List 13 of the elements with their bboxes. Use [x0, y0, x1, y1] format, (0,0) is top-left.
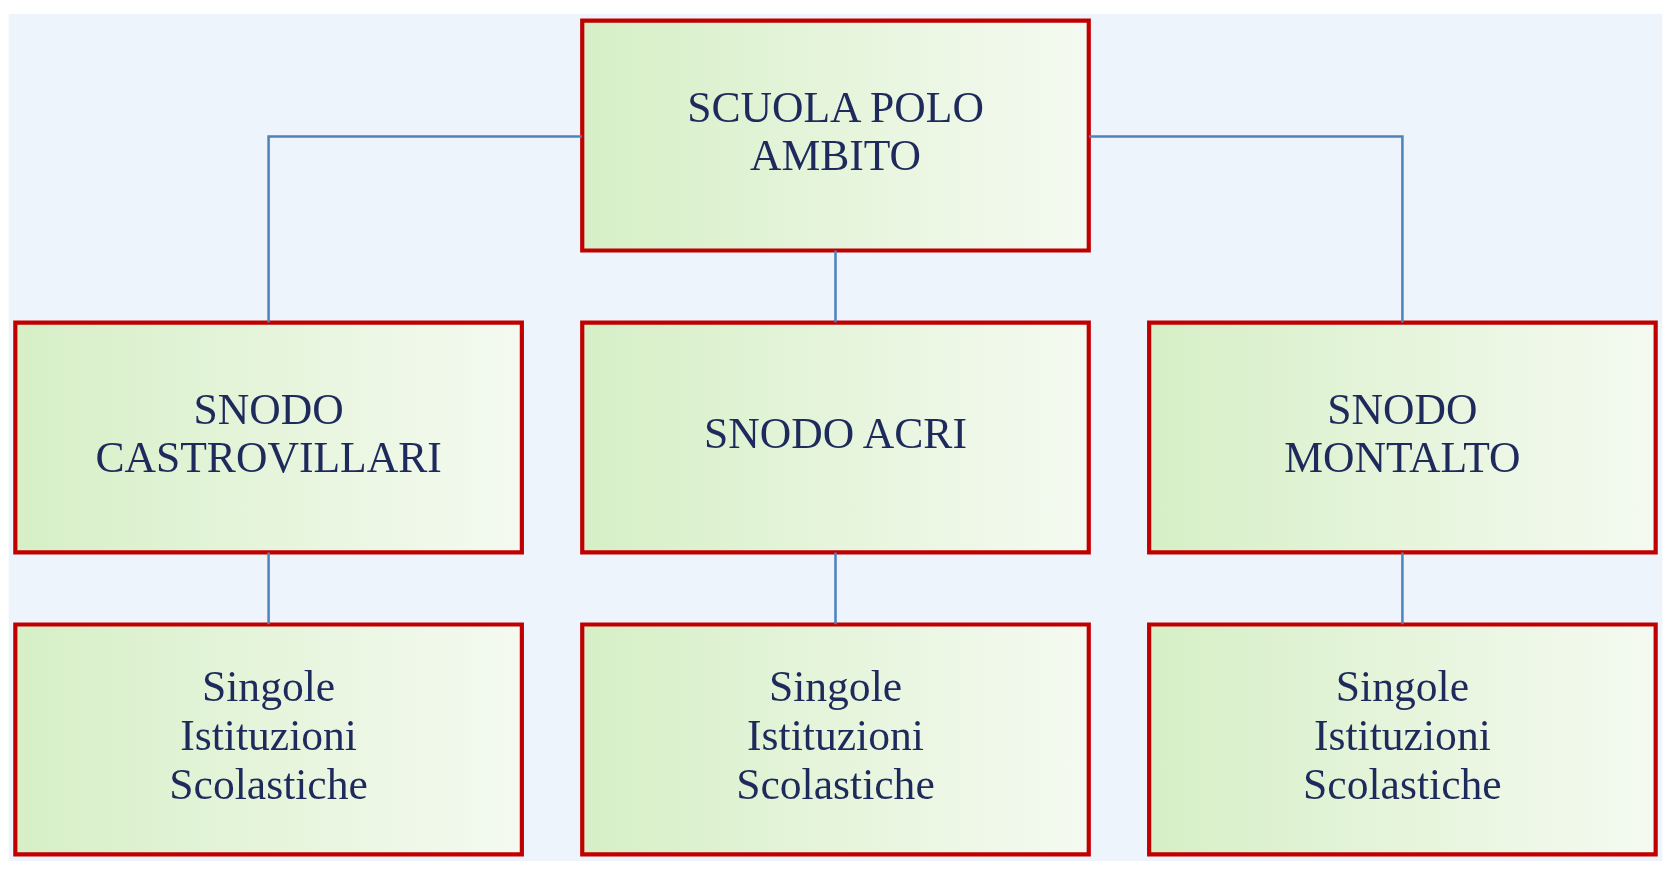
node-box: Singole Istituzioni Scolastiche — [1147, 621, 1658, 856]
connector — [267, 552, 270, 624]
connector — [834, 250, 837, 322]
node-box: Singole Istituzioni Scolastiche — [580, 621, 1091, 856]
connector — [1401, 552, 1404, 624]
node-box: SNODO MONTALTO — [1147, 320, 1658, 554]
connector — [1089, 134, 1404, 322]
connector — [834, 552, 837, 624]
node-box: SNODO ACRI — [580, 320, 1091, 554]
node-box: SCUOLA POLO AMBITO — [580, 18, 1091, 253]
node-box: SNODO CASTROVILLARI — [13, 320, 524, 554]
node-box: Singole Istituzioni Scolastiche — [13, 621, 524, 856]
connector — [267, 134, 582, 322]
